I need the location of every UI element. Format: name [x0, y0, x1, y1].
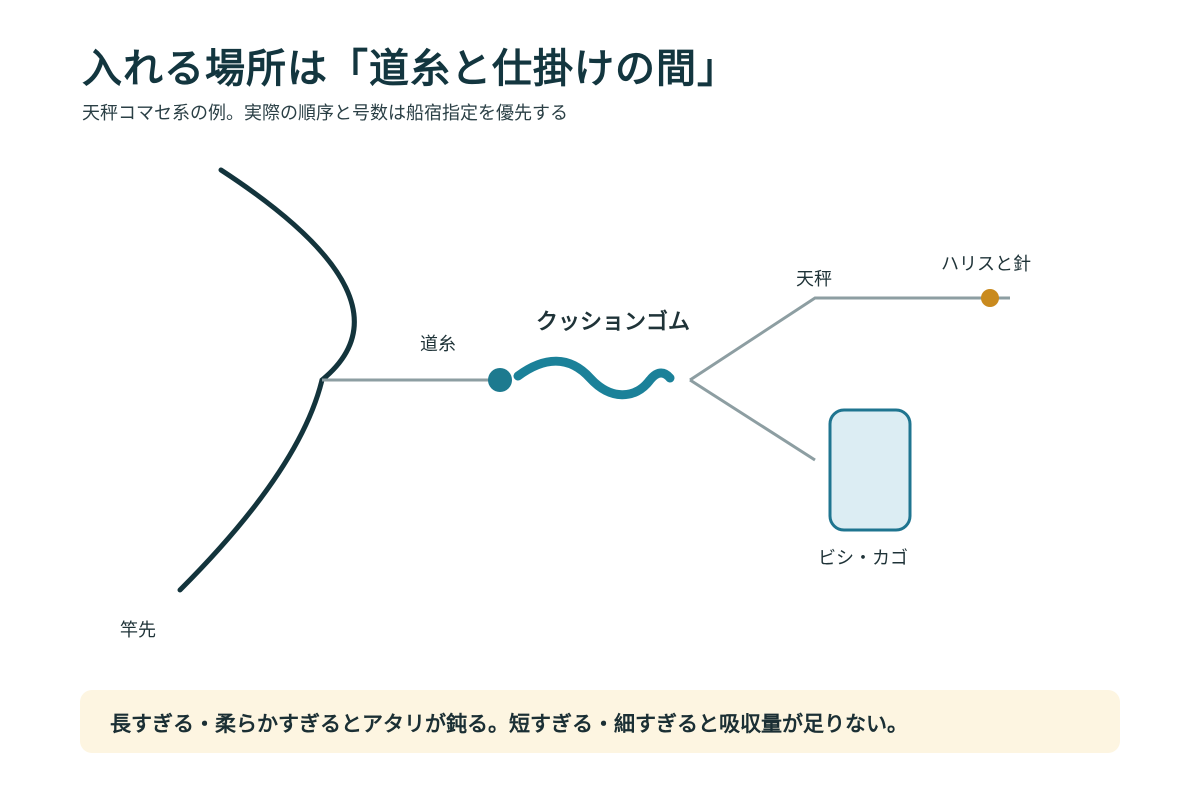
page-title: 入れる場所は「道糸と仕掛けの間」 — [82, 46, 738, 92]
bishi-kago-box — [828, 408, 912, 532]
tenbin-lower-arm — [689, 378, 816, 462]
label-bishi-kago: ビシ・カゴ — [818, 548, 908, 569]
label-rod-tip: 竿先 — [120, 620, 156, 641]
page-subtitle: 天秤コマセ系の例。実際の順序と号数は船宿指定を優先する — [82, 103, 568, 124]
tenbin-upper-arm — [689, 296, 1010, 382]
label-main-line: 道糸 — [420, 334, 456, 355]
connector-dot — [488, 368, 512, 392]
cushion-rubber-wave — [513, 356, 675, 400]
label-cushion-rubber: クッションゴム — [536, 309, 690, 335]
note-text: 長すぎる・柔らかすぎるとアタリが鈍る。短すぎる・細すぎると吸収量が足りない。 — [110, 712, 908, 736]
label-leader-hook: ハリスと針 — [941, 254, 1031, 275]
hook-dot — [981, 289, 999, 307]
label-tenbin: 天秤 — [796, 269, 832, 290]
note-box: 長すぎる・柔らかすぎるとアタリが鈍る。短すぎる・細すぎると吸収量が足りない。 — [80, 690, 1120, 753]
